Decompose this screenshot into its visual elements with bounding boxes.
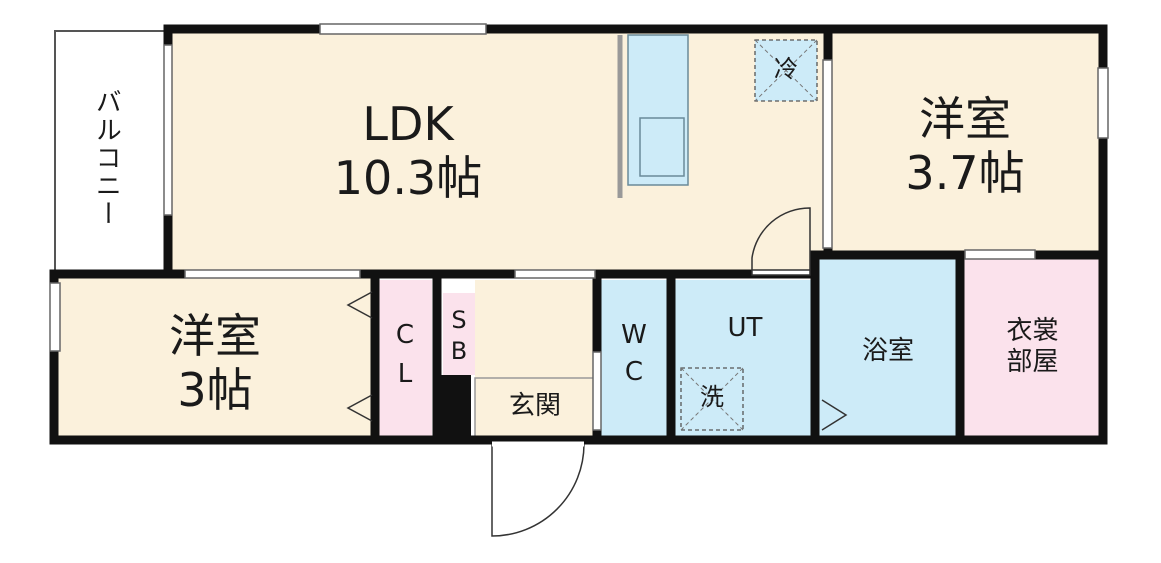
- ldk-label: LDK 10.3帖: [318, 100, 498, 203]
- washer-cross-2: [680, 367, 744, 431]
- bath-floor: [818, 258, 957, 437]
- western-room-a-label: 洋室 3.7帖: [895, 95, 1035, 198]
- doors: [346, 207, 848, 537]
- wardrobe-room-floor: [962, 258, 1103, 437]
- closet-label-1: C: [395, 320, 415, 350]
- fridge-symbol-label: 冷: [774, 55, 798, 83]
- wc-label-1: W: [621, 320, 647, 350]
- shoe-box-label-1: S: [451, 306, 467, 334]
- shoe-box-floor: [443, 293, 475, 375]
- closet-label: C L: [385, 320, 425, 390]
- utility-label: UT: [727, 313, 763, 343]
- ldk-size: 10.3帖: [333, 151, 483, 206]
- western-room-b-label: 洋室 3帖: [145, 312, 285, 415]
- fridge-cross-2: [754, 39, 818, 102]
- windows: [49, 23, 1109, 431]
- western-room-b-floor: [55, 277, 373, 437]
- western-room-a-name: 洋室: [919, 92, 1011, 146]
- wardrobe-room-label-2: 部屋: [1006, 347, 1059, 378]
- washer-symbol-label: 洗: [700, 383, 724, 411]
- wardrobe-room-label-1: 衣裳: [1006, 316, 1059, 346]
- western-room-a-floor: [828, 31, 1103, 255]
- balcony-area: [54, 30, 168, 272]
- western-room-a-size: 3.7帖: [905, 146, 1025, 201]
- wc-label-2: C: [624, 357, 644, 388]
- ldk-name: LDK: [362, 97, 454, 151]
- shoe-box-label: S B: [446, 306, 472, 366]
- closet-floor: [377, 280, 432, 437]
- kitchen-sink: [639, 117, 685, 177]
- wc-floor: [600, 280, 668, 437]
- bath-label: 浴室: [861, 336, 914, 366]
- wc-label: W C: [614, 320, 654, 388]
- western-room-b-name: 洋室: [169, 309, 261, 363]
- entrance-label: 玄関: [508, 391, 561, 421]
- western-room-b-size: 3帖: [177, 363, 253, 418]
- closet-label-2: L: [397, 359, 413, 390]
- pipe-shaft: [441, 375, 471, 437]
- shoe-box-label-2: B: [450, 337, 468, 366]
- ldk-floor: [172, 31, 828, 274]
- balcony-label: バルコニー: [91, 88, 122, 228]
- wardrobe-room-label: 衣裳 部屋: [975, 316, 1090, 378]
- kitchen-counter: [627, 34, 689, 186]
